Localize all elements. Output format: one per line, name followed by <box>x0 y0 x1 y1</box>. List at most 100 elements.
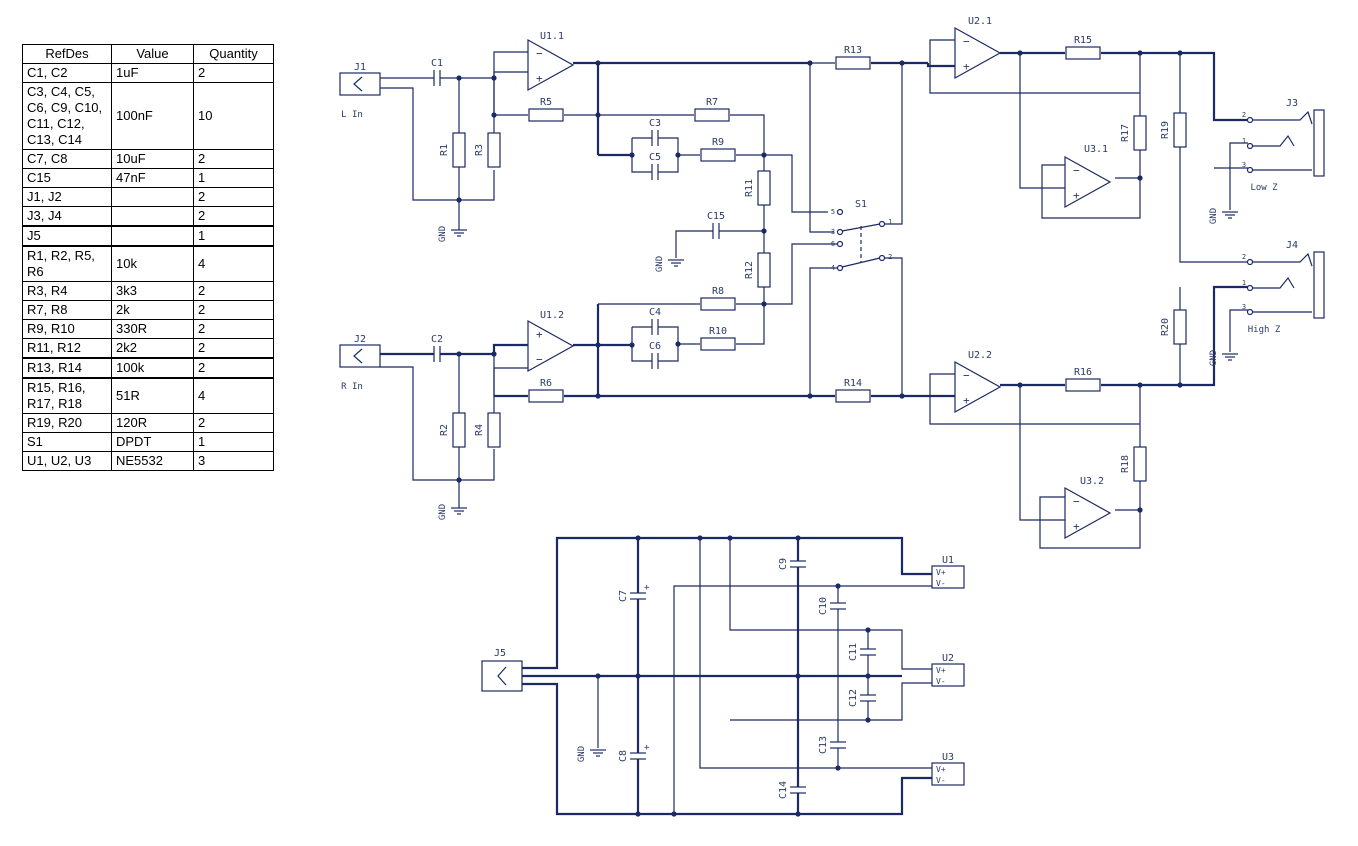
jack-pin <box>1246 142 1254 150</box>
wire <box>809 63 834 233</box>
capacitor-label: C5 <box>649 152 661 163</box>
resistor <box>757 252 771 288</box>
wire <box>1101 285 1248 387</box>
capacitor-label: C11 <box>848 643 859 661</box>
switch-terminal <box>836 240 844 248</box>
pin-number: 3 <box>1242 303 1246 311</box>
capacitor-label: C4 <box>649 307 661 318</box>
op-amp-label: U2.2 <box>968 350 992 361</box>
resistor <box>1133 446 1147 482</box>
wire <box>631 137 679 173</box>
junction-dot <box>595 60 601 66</box>
resistor-label: R1 <box>439 144 450 156</box>
junction-dot <box>456 477 462 483</box>
op-amp-input-sign: + <box>536 72 543 85</box>
junction-dot <box>635 535 641 541</box>
pin-number: 2 <box>888 253 892 261</box>
resistor-label: R5 <box>540 97 552 108</box>
capacitor-label: C10 <box>818 597 829 615</box>
junction-dot <box>761 228 767 234</box>
input-jack <box>339 344 381 368</box>
connector-label: J1 <box>354 62 366 73</box>
resistor-label: R2 <box>439 424 450 436</box>
resistor <box>1173 112 1187 148</box>
op-amp-input-sign: − <box>1073 495 1080 508</box>
resistor-label: R19 <box>1160 121 1171 139</box>
switch-lever <box>841 257 881 268</box>
junction-dot <box>595 342 601 348</box>
pin-number: 6 <box>831 240 835 248</box>
resistor-label: R17 <box>1120 124 1131 142</box>
ground-label: GND <box>1209 350 1219 366</box>
wire <box>926 63 955 68</box>
switch-terminal <box>836 264 844 272</box>
bom-refdes-cell: J1, J2 <box>22 187 112 207</box>
supply-pin-box <box>931 565 965 589</box>
wire <box>1041 164 1141 219</box>
bom-value-cell: 47nF <box>111 168 194 188</box>
junction-dot <box>697 535 703 541</box>
switch-terminal <box>836 228 844 236</box>
junction-dot <box>835 583 841 589</box>
input-jack <box>339 72 381 96</box>
bom-refdes-cell: R9, R10 <box>22 319 112 339</box>
ground-label: GND <box>438 226 448 242</box>
bom-row: C3, C4, C5, C6, C9, C10, C11, C12, C13, … <box>22 82 274 150</box>
resistor <box>700 337 736 351</box>
op-amp-input-sign: − <box>963 35 970 48</box>
jack-contact <box>1252 252 1313 267</box>
polarity-mark: + <box>644 743 650 753</box>
wire <box>673 585 932 814</box>
bom-refdes-cell: R7, R8 <box>22 300 112 320</box>
resistor-label: R14 <box>844 378 862 389</box>
resistor <box>835 389 871 403</box>
switch-terminal <box>836 208 844 216</box>
wire <box>1115 481 1141 511</box>
resistor-label: R4 <box>474 424 485 436</box>
wire <box>809 267 840 396</box>
jack-contact <box>1252 110 1313 125</box>
wire <box>1019 53 1065 189</box>
op-amp-input-sign: + <box>963 394 970 407</box>
resistor <box>1065 46 1101 60</box>
capacitor-gap <box>790 787 806 793</box>
resistor <box>700 148 736 162</box>
ground-label: GND <box>655 256 665 272</box>
bom-refdes-cell: R3, R4 <box>22 281 112 301</box>
bom-value-cell: 100k <box>111 357 194 379</box>
capacitor-gap <box>830 603 846 609</box>
junction-dot <box>1137 175 1143 181</box>
resistor-label: R10 <box>709 326 727 337</box>
junction-dot <box>456 351 462 357</box>
resistor-label: R8 <box>712 286 724 297</box>
capacitor-label: C1 <box>431 58 443 69</box>
junction-dot <box>727 535 733 541</box>
power-connector <box>481 660 523 692</box>
bom-value-cell: 330R <box>111 319 194 339</box>
wire <box>1039 496 1141 549</box>
wire <box>380 87 495 201</box>
junction-dot <box>865 717 871 723</box>
resistor <box>1173 309 1187 345</box>
op-amp-symbol <box>1064 486 1112 540</box>
op-amp-supply-label: U2 <box>942 653 954 664</box>
junction-dot <box>807 393 813 399</box>
pin-number: 2 <box>1242 253 1246 261</box>
op-amp-input-sign: − <box>1073 164 1080 177</box>
wire <box>675 230 764 258</box>
resistor <box>487 412 501 448</box>
op-amp-label: U1.1 <box>540 31 564 42</box>
resistor-label: R18 <box>1120 455 1131 473</box>
junction-dot <box>595 393 601 399</box>
bom-quantity-cell: 4 <box>193 377 274 414</box>
capacitor-label: C14 <box>778 781 789 799</box>
resistor <box>487 132 501 168</box>
wire <box>1115 150 1141 179</box>
supply-pin-label: V- <box>936 579 946 588</box>
op-amp-symbol <box>527 38 575 92</box>
junction-dot <box>456 197 462 203</box>
